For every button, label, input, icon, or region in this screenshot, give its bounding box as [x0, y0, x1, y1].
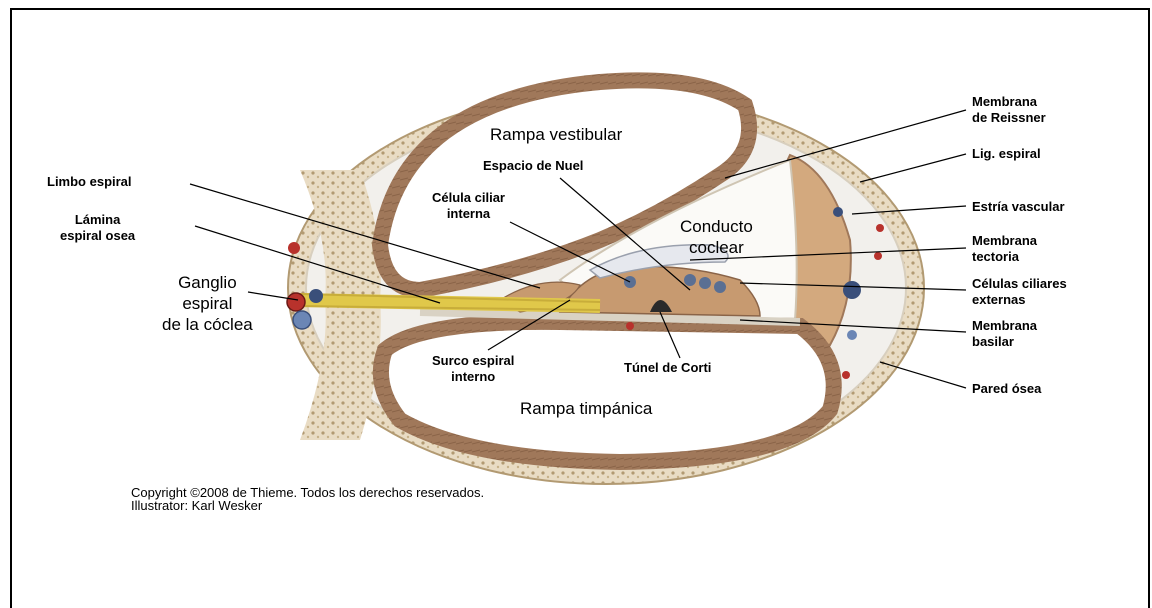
label-lig-espiral: Lig. espiral	[972, 146, 1041, 162]
label-membrana-basilar: Membrana basilar	[972, 318, 1037, 350]
ganglion-cell	[293, 311, 311, 329]
ganglion-cell	[309, 289, 323, 303]
outer-hair-cell	[714, 281, 726, 293]
label-tunel-corti: Túnel de Corti	[624, 360, 711, 376]
blood-vessel	[874, 252, 882, 260]
label-rampa-timpanica: Rampa timpánica	[520, 398, 652, 419]
outer-hair-cell	[684, 274, 696, 286]
label-pared-osea: Pared ósea	[972, 381, 1041, 397]
label-ganglio-espiral: Ganglio espiral de la cóclea	[162, 272, 253, 335]
blood-vessel	[843, 281, 861, 299]
label-conducto-coclear: Conducto coclear	[680, 216, 753, 258]
label-membrana-reissner: Membrana de Reissner	[972, 94, 1046, 126]
label-celulas-ciliares-externas: Células ciliares externas	[972, 276, 1067, 308]
label-limbo-espiral: Limbo espiral	[47, 174, 132, 190]
ganglion-cell	[287, 293, 305, 311]
label-surco-espiral-interno: Surco espiral interno	[432, 353, 514, 385]
leader-pared-osea	[880, 362, 966, 388]
label-espacio-nuel: Espacio de Nuel	[483, 158, 583, 174]
label-membrana-tectoria: Membrana tectoria	[972, 233, 1037, 265]
blood-vessel	[842, 371, 850, 379]
illustrator-credit: Illustrator: Karl Wesker	[131, 499, 262, 513]
blood-vessel	[847, 330, 857, 340]
label-celula-ciliar-interna: Célula ciliar interna	[432, 190, 505, 222]
label-rampa-vestibular: Rampa vestibular	[490, 124, 622, 145]
blood-vessel	[288, 242, 300, 254]
blood-vessel	[626, 322, 634, 330]
leader-lig-espiral	[860, 154, 966, 182]
scala-tympani	[381, 322, 834, 462]
blood-vessel	[876, 224, 884, 232]
label-lamina-espiral-osea: Lámina espiral osea	[60, 212, 135, 244]
blood-vessel	[833, 207, 843, 217]
outer-hair-cell	[699, 277, 711, 289]
label-estria-vascular: Estría vascular	[972, 199, 1065, 215]
